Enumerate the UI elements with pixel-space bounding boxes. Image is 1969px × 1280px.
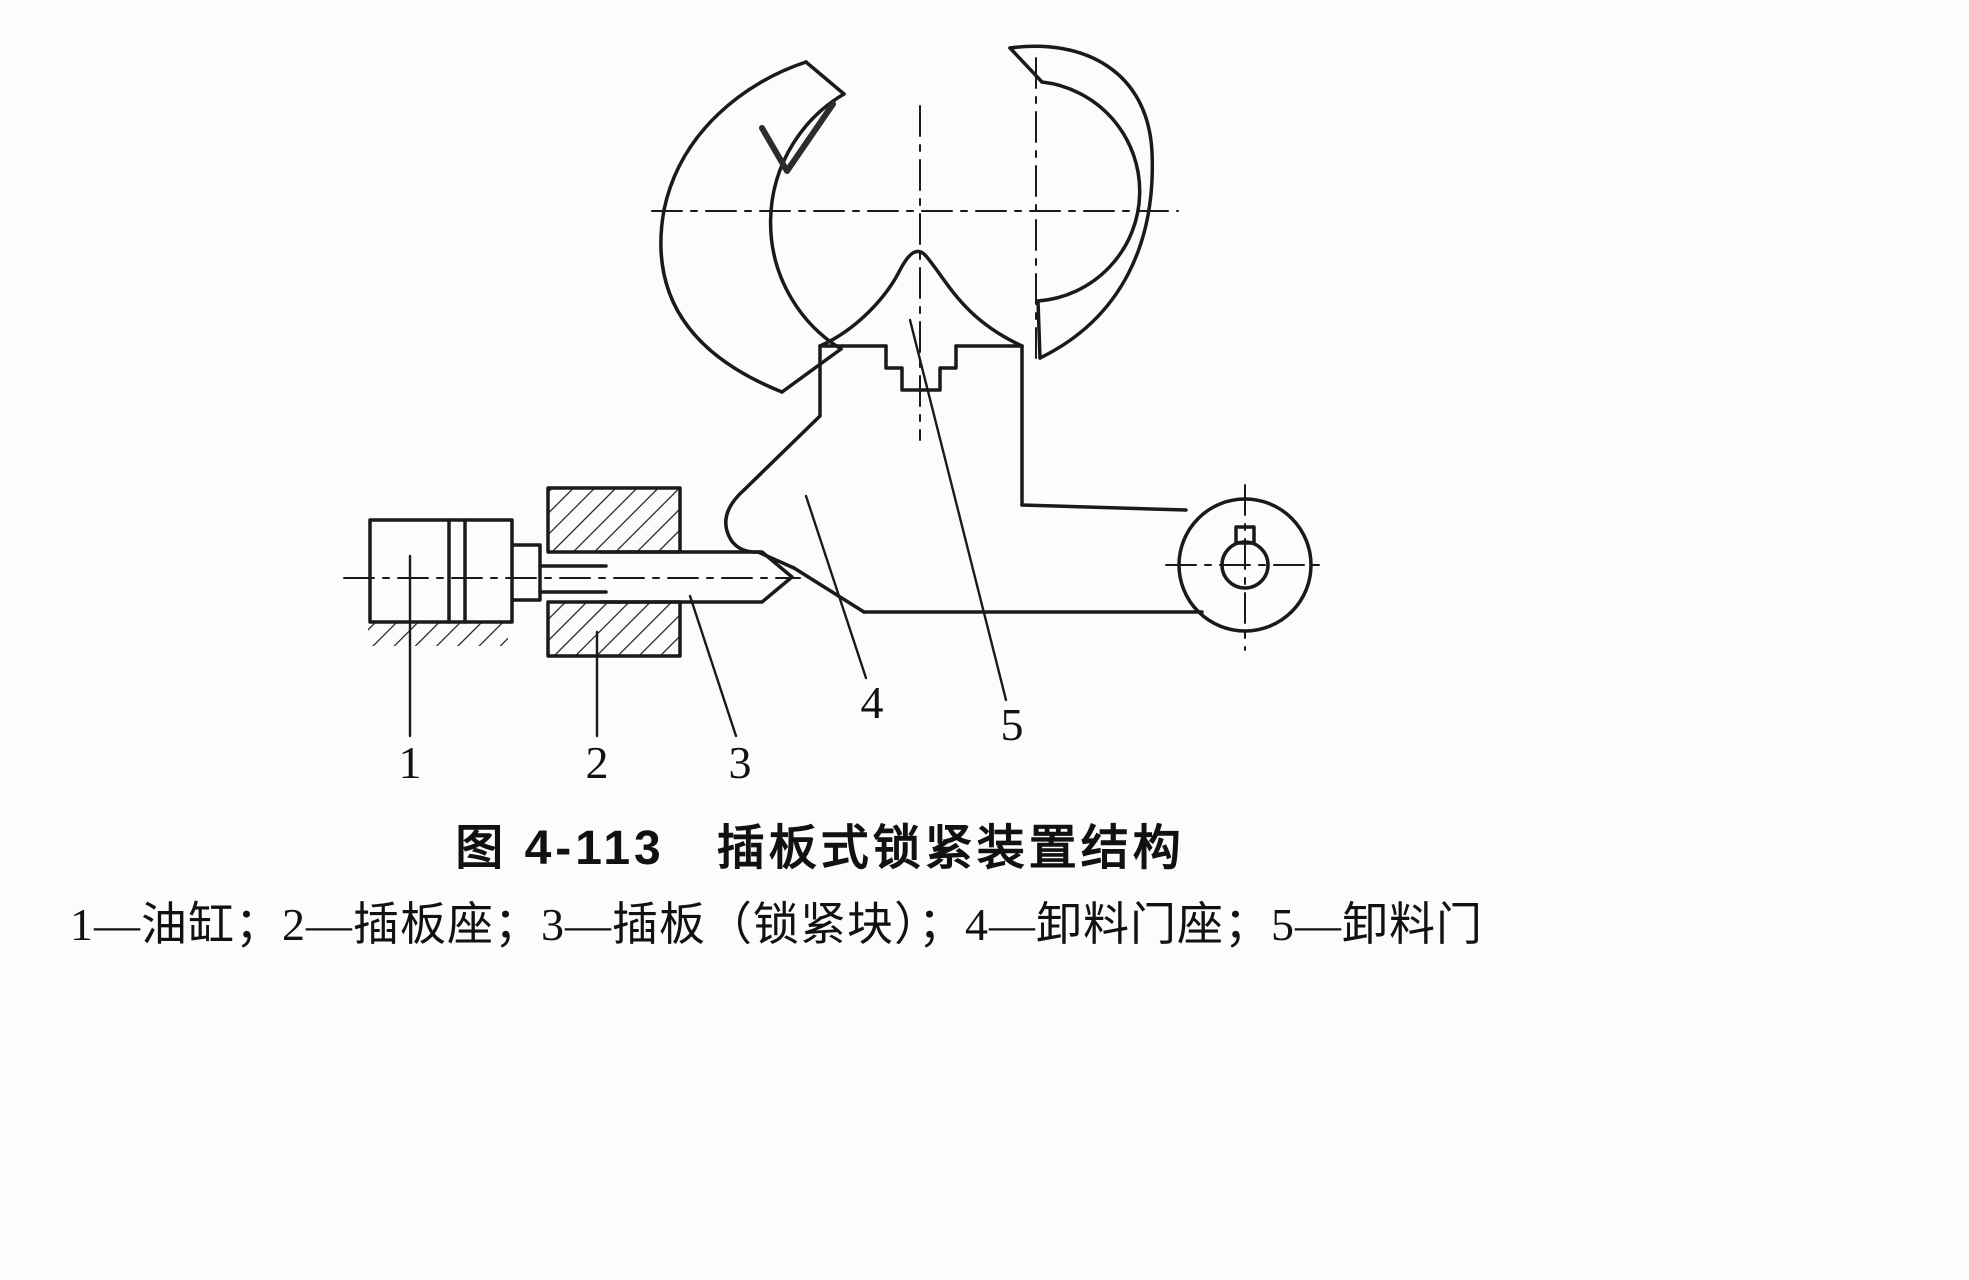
- cylinder-mount-hatch: [368, 622, 508, 646]
- insert-plate-outline: [598, 550, 794, 604]
- seat-top-notch: [884, 344, 958, 392]
- seat-arm-top-edge: [1020, 503, 1188, 512]
- handwritten-checkmark: [759, 101, 836, 174]
- part-number-3: 3: [729, 737, 752, 788]
- part-number-1: 1: [399, 737, 422, 788]
- part-numbers: 1 2 3 4 5: [399, 677, 1024, 788]
- leader-line-5: [908, 318, 1008, 702]
- diagram-canvas: 1 2 3 4 5: [343, 44, 1325, 788]
- door-seat-drawing: [724, 344, 1313, 633]
- leader-line-4: [804, 494, 868, 680]
- right-claw-inner-arc: [1036, 80, 1142, 303]
- seat-lock-nose: [724, 488, 760, 554]
- centerlines: [343, 57, 1325, 651]
- right-claw-outer-edge: [1008, 44, 1155, 360]
- left-claw-outer-edge: [659, 60, 808, 394]
- door-cam-peak: [818, 249, 1024, 348]
- cylinder-body: [368, 518, 514, 624]
- hub-outer-circle: [1177, 497, 1313, 633]
- plate-seat-upper-block: [546, 486, 682, 554]
- leader-line-3: [688, 594, 738, 738]
- left-claw-top-edge: [804, 60, 846, 96]
- right-claw-top-edge: [1008, 46, 1044, 84]
- figure-caption: 图 4-113 插板式锁紧装置结构: [455, 822, 1185, 875]
- part-number-2: 2: [586, 737, 609, 788]
- plate-seat-drawing: [546, 486, 682, 658]
- seat-lower-diagonal: [792, 566, 866, 614]
- plate-seat-lower-block: [546, 600, 682, 658]
- oil-cylinder-drawing: [368, 518, 608, 646]
- seat-left-edge: [742, 344, 822, 492]
- right-claw-tip-edge: [1036, 299, 1042, 360]
- figure-legend: 1—油缸；2—插板座；3—插板（锁紧块）；4—卸料门座；5—卸料门: [70, 899, 1483, 950]
- left-claw-tip-edge: [780, 347, 843, 394]
- discharge-door-drawing: [659, 44, 1155, 394]
- cylinder-gland: [510, 543, 542, 602]
- part-number-5: 5: [1001, 699, 1024, 750]
- insert-plate-drawing: [598, 550, 794, 604]
- leader-lines: [408, 318, 1008, 738]
- left-claw-inner-arc: [768, 92, 846, 351]
- hub-keyway: [1234, 525, 1256, 545]
- part-number-4: 4: [861, 677, 884, 728]
